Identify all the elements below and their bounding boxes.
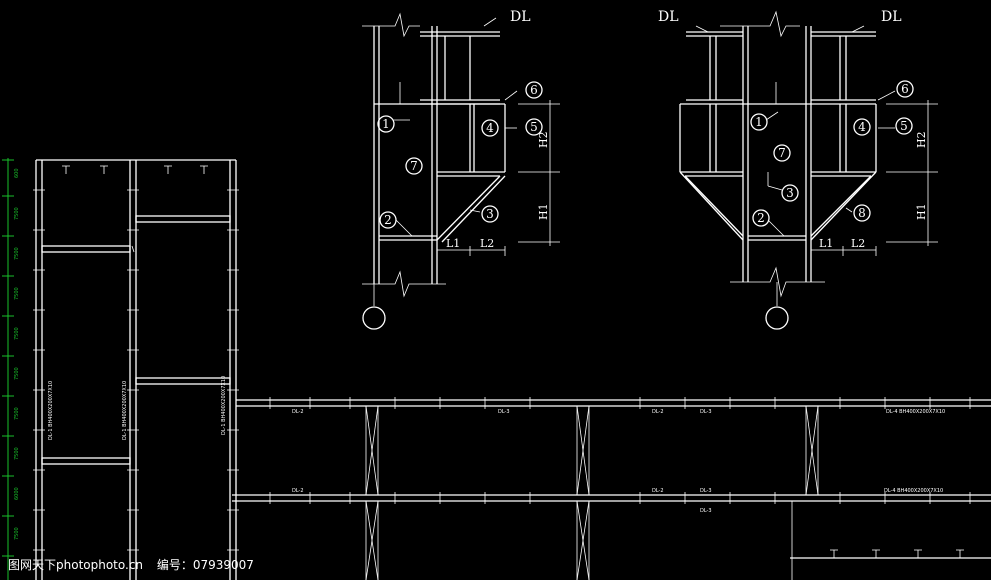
plan-beam-tags: DL-2 DL-3 DL-2 DL-3 DL-4 BH400X200X7X10 … <box>292 409 945 514</box>
detail-left <box>362 12 560 330</box>
marker-r-3: 3 <box>786 186 794 200</box>
beam-tag-1: DL-2 <box>292 409 304 415</box>
marker-2: 2 <box>384 213 392 227</box>
marker-6: 6 <box>530 83 538 97</box>
grid-dim-3: 7500 <box>14 247 20 260</box>
beam-tag-8: DL-2 <box>652 488 664 494</box>
beam-tag-7: DL-3 <box>700 508 712 514</box>
dim-h1-right: H1 <box>915 203 928 220</box>
plan-grid-axis <box>2 158 14 580</box>
marker-r-6: 6 <box>901 82 909 96</box>
detail-right-markers: 1 2 3 4 5 6 7 8 <box>750 80 914 227</box>
watermark-id: 编号：07939007 <box>156 558 254 572</box>
detail-left-markers: 1 2 3 4 5 6 7 <box>377 81 543 229</box>
grid-dim-1: 600 <box>14 168 20 178</box>
detail-right <box>679 10 938 330</box>
dim-h2-left: H2 <box>537 131 550 148</box>
grid-dim-7: 7500 <box>14 407 20 420</box>
grid-dim-5: 7500 <box>14 327 20 340</box>
beam-tag-6: DL-2 <box>292 488 304 494</box>
dl-label-right-a: DL <box>658 9 679 25</box>
dim-l1-right: L1 <box>819 237 833 250</box>
beam-tag-10: DL-4 BH400X200X7X10 <box>884 488 943 494</box>
watermark-site: 图网天下photophoto.cn <box>8 558 144 572</box>
plan-columns <box>33 159 239 580</box>
dim-h2-right: H2 <box>915 131 928 148</box>
vtag-3: DL-1 BH400X200X7X10 <box>221 376 227 435</box>
grid-dim-8: 7500 <box>14 447 20 460</box>
marker-7: 7 <box>410 159 418 173</box>
marker-r-1: 1 <box>755 115 763 129</box>
marker-3: 3 <box>486 207 494 221</box>
dim-h1-left: H1 <box>537 203 550 220</box>
plan-beams <box>232 397 991 580</box>
vtag-2: DL-1 BH400X200X7X10 <box>122 381 128 440</box>
beam-tag-5: DL-4 BH400X200X7X10 <box>886 409 945 415</box>
grid-dim-10: 7500 <box>14 527 20 540</box>
marker-4: 4 <box>486 121 494 135</box>
marker-r-5: 5 <box>900 119 908 133</box>
dl-label-right-b: DL <box>881 9 902 25</box>
dim-l1-left: L1 <box>446 237 460 250</box>
grid-dim-2: 7500 <box>14 207 20 220</box>
dim-l2-left: L2 <box>480 237 494 250</box>
beam-tag-9: DL-3 <box>700 488 712 494</box>
beam-tag-3: DL-2 <box>652 409 664 415</box>
beam-tag-4: DL-3 <box>498 409 510 415</box>
marker-1: 1 <box>382 117 390 131</box>
plan-grid-dims: 600 7500 7500 7500 7500 7500 7500 7500 6… <box>14 168 20 540</box>
marker-r-2: 2 <box>757 211 765 225</box>
grid-dim-9: 6000 <box>14 487 20 500</box>
grid-dim-4: 7500 <box>14 287 20 300</box>
marker-r-8: 8 <box>858 206 866 220</box>
marker-5: 5 <box>530 120 538 134</box>
dim-l2-right: L2 <box>851 237 865 250</box>
dl-label-left: DL <box>510 9 531 25</box>
vtag-1: DL-1 BH400X200X7X10 <box>48 381 54 440</box>
marker-r-4: 4 <box>858 120 866 134</box>
beam-tag-2: DL-3 <box>700 409 712 415</box>
marker-r-7: 7 <box>778 146 786 160</box>
grid-dim-6: 7500 <box>14 367 20 380</box>
watermark: 图网天下photophoto.cn 编号：07939007 <box>8 556 264 573</box>
